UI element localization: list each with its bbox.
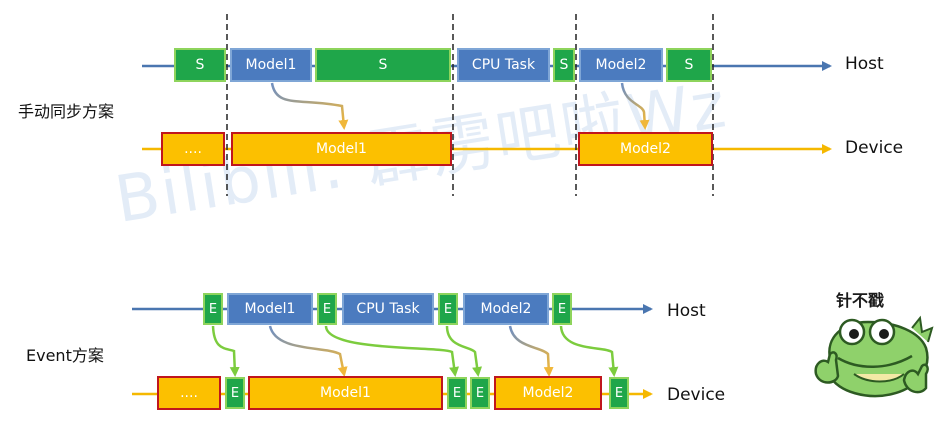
model-device-box: Model2 [578,132,713,166]
sync-box: S [174,48,226,82]
sync-box: S [315,48,451,82]
device-label: Device [667,385,726,405]
device-idle-box: .... [161,132,225,166]
event-arrow [559,325,619,377]
event-wait-box: E [447,377,467,409]
launch-arrow [620,82,650,130]
model-host-box: Model1 [230,48,312,82]
cpu-task-box: CPU Task [342,293,434,325]
event-record-box: E [438,293,458,325]
event-wait-box: E [609,377,629,409]
launch-arrow [508,325,554,377]
host-label: Host [845,54,884,74]
launch-arrow [268,325,348,377]
model-host-box: Model1 [227,293,313,325]
model-host-box: Model2 [579,48,663,82]
event-wait-box: E [470,377,490,409]
sync-box: S [553,48,575,82]
sticker-caption: 针不戳 [836,291,885,310]
host-label: Host [667,301,706,321]
model-device-box: Model1 [248,376,443,410]
event-record-box: E [203,293,223,325]
event-arrow [211,325,240,377]
device-label: Device [845,138,904,158]
device-idle-box: .... [157,376,221,410]
crocodile-thumbs-up-icon [814,315,934,398]
event-record-box: E [317,293,337,325]
cpu-task-box: CPU Task [457,48,550,82]
model-host-box: Model2 [463,293,549,325]
event-record-box: E [552,293,572,325]
event-section-label: Event方案 [26,346,104,365]
event-arrow [324,325,460,377]
sync-box: S [666,48,712,82]
manual-section-label: 手动同步方案 [18,102,115,121]
model-device-box: Model1 [231,132,452,166]
launch-arrow [270,82,349,130]
event-arrow [445,325,483,377]
event-wait-box: E [225,377,245,409]
model-device-box: Model2 [494,376,602,410]
